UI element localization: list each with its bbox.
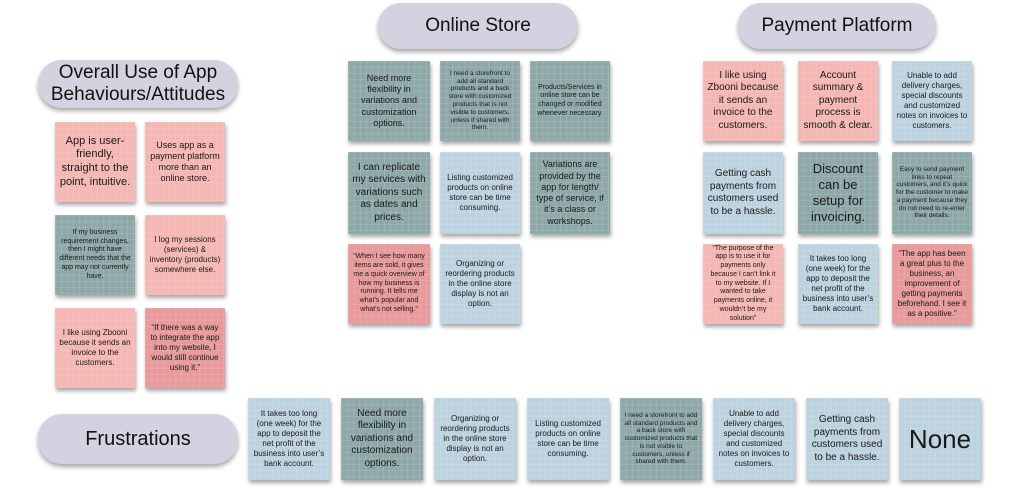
payment-note-6-text: Easy to send payment links to repeat cus… bbox=[896, 165, 968, 220]
frustration-note-6: Unable to add delivery charges, special … bbox=[713, 398, 795, 480]
online-store-note-3: Products/Services in online store can be… bbox=[530, 61, 610, 141]
payment-note-8-text: It takes too long (one week) for the app… bbox=[802, 254, 874, 313]
overall-note-3: If my business requirement changes, then… bbox=[55, 215, 135, 295]
online-store-note-1-text: Need more flexibility in variations and … bbox=[360, 72, 418, 128]
frustration-note-1: It takes too long (one week) for the app… bbox=[248, 398, 330, 480]
online-store-note-2: I need a storefront to add all standard … bbox=[440, 61, 520, 141]
heading-overall-use: Overall Use of App Behaviours/Attitudes bbox=[38, 60, 238, 108]
frustration-note-7: Getting cash payments from customers use… bbox=[806, 398, 888, 480]
frustration-note-5-text: I need a storefront to add all standard … bbox=[624, 411, 698, 466]
frustration-note-7-text: Getting cash payments from customers use… bbox=[811, 414, 883, 463]
payment-note-3: Unable to add delivery charges, special … bbox=[892, 61, 972, 141]
overall-note-6-text: “If there was a way to integrate the app… bbox=[150, 323, 220, 372]
frustration-note-5: I need a storefront to add all standard … bbox=[620, 398, 702, 480]
heading-payment-platform-text: Payment Platform bbox=[761, 15, 913, 37]
payment-note-5-text: Discount can be setup for invoicing. bbox=[810, 160, 866, 225]
heading-frustrations-text: Frustrations bbox=[85, 427, 191, 450]
overall-note-5: I like using Zbooni because it sends an … bbox=[55, 308, 135, 388]
overall-note-2: Uses app as a payment platform more than… bbox=[145, 122, 225, 202]
payment-note-2: Account summary & payment process is smo… bbox=[798, 61, 878, 141]
frustration-note-3-text: Organizing or reordering products in the… bbox=[440, 414, 510, 463]
payment-note-7: “The purpose of the app is to use it for… bbox=[703, 244, 783, 324]
frustration-note-2: Need more flexibility in variations and … bbox=[341, 398, 423, 480]
payment-note-6: Easy to send payment links to repeat cus… bbox=[892, 152, 972, 234]
payment-note-2-text: Account summary & payment process is smo… bbox=[803, 69, 873, 131]
frustration-note-4-text: Listing customized products on online st… bbox=[535, 419, 601, 458]
heading-payment-platform: Payment Platform bbox=[738, 3, 936, 49]
payment-note-1-text: I like using Zbooni because it sends an … bbox=[707, 69, 779, 131]
payment-note-7-text: “The purpose of the app is to use it for… bbox=[710, 244, 776, 322]
online-store-note-8-text: Organizing or reordering products in the… bbox=[445, 259, 515, 308]
payment-note-9: “The app has been a great plus to the bu… bbox=[892, 244, 972, 324]
heading-overall-line2: Behaviours/Attitudes bbox=[50, 84, 226, 105]
payment-note-4-text: Getting cash payments from customers use… bbox=[707, 168, 779, 217]
heading-frustrations: Frustrations bbox=[38, 414, 238, 464]
payment-note-8: It takes too long (one week) for the app… bbox=[798, 244, 878, 324]
payment-note-4: Getting cash payments from customers use… bbox=[703, 152, 783, 234]
online-store-note-7-text: “When I see how many items are sold, it … bbox=[353, 253, 425, 313]
frustration-note-4: Listing customized products on online st… bbox=[527, 398, 609, 480]
frustration-note-6-text: Unable to add delivery charges, special … bbox=[718, 409, 790, 468]
overall-note-1: App is user-friendly, straight to the po… bbox=[55, 122, 135, 202]
overall-note-4-text: I log my sessions (services) & inventory… bbox=[149, 235, 221, 274]
payment-note-1: I like using Zbooni because it sends an … bbox=[703, 61, 783, 141]
overall-note-5-text: I like using Zbooni because it sends an … bbox=[59, 328, 131, 367]
online-store-note-1: Need more flexibility in variations and … bbox=[348, 61, 430, 141]
frustration-note-8-text: None bbox=[908, 423, 972, 454]
online-store-note-5: Listing customized products on online st… bbox=[440, 152, 520, 234]
online-store-note-5-text: Listing customized products on online st… bbox=[447, 173, 513, 212]
online-store-note-7: “When I see how many items are sold, it … bbox=[348, 244, 430, 324]
heading-online-store: Online Store bbox=[378, 3, 578, 49]
overall-note-2-text: Uses app as a payment platform more than… bbox=[150, 139, 220, 184]
frustration-note-1-text: It takes too long (one week) for the app… bbox=[253, 409, 325, 468]
online-store-note-3-text: Products/Services in online store can be… bbox=[537, 83, 603, 117]
overall-note-3-text: If my business requirement changes, then… bbox=[59, 228, 131, 280]
payment-note-3-text: Unable to add delivery charges, special … bbox=[896, 71, 968, 130]
payment-note-9-text: “The app has been a great plus to the bu… bbox=[897, 249, 967, 318]
heading-online-store-text: Online Store bbox=[425, 15, 531, 37]
overall-note-6: “If there was a way to integrate the app… bbox=[145, 308, 225, 388]
online-store-note-4-text: I can replicate my services with variati… bbox=[352, 161, 426, 223]
overall-note-4: I log my sessions (services) & inventory… bbox=[145, 215, 225, 295]
online-store-note-6-text: Variations are provided by the app for l… bbox=[536, 159, 604, 226]
online-store-note-6: Variations are provided by the app for l… bbox=[530, 152, 610, 234]
frustration-note-3: Organizing or reordering products in the… bbox=[434, 398, 516, 480]
frustration-note-8: None bbox=[899, 398, 981, 480]
payment-note-5: Discount can be setup for invoicing. bbox=[798, 152, 878, 234]
heading-overall-line1: Overall Use of App bbox=[58, 62, 218, 84]
overall-note-1-text: App is user-friendly, straight to the po… bbox=[59, 134, 131, 188]
online-store-note-2-text: I need a storefront to add all standard … bbox=[448, 69, 512, 132]
online-store-note-4: I can replicate my services with variati… bbox=[348, 152, 430, 234]
frustration-note-2-text: Need more flexibility in variations and … bbox=[350, 407, 414, 469]
online-store-note-8: Organizing or reordering products in the… bbox=[440, 244, 520, 324]
